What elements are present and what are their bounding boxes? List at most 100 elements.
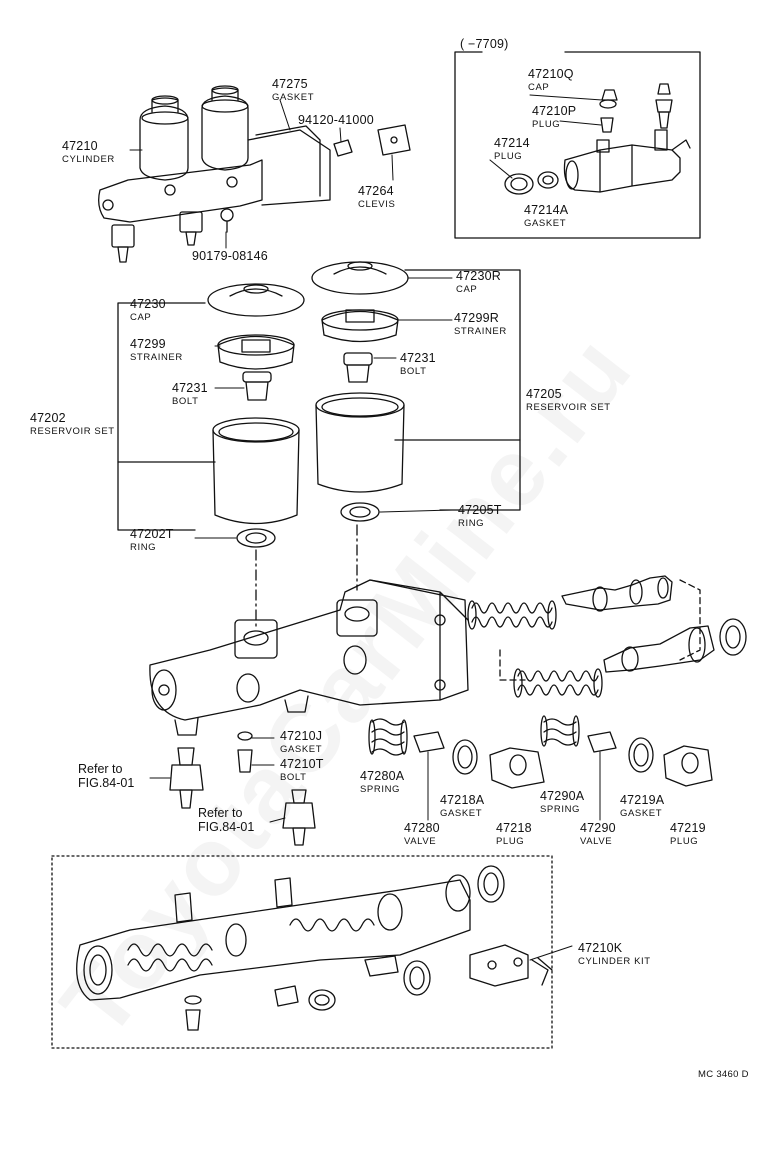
label-47290: 47290 VALVE [580, 820, 616, 847]
part-number: 47205 [526, 387, 562, 401]
part-name: GASKET [440, 808, 483, 819]
part-name: CAP [130, 312, 152, 323]
part-number: 47210J [280, 729, 323, 743]
refer-to-fig-84-01-center: Refer to FIG.84-01 [198, 806, 255, 835]
part-name: VALVE [404, 836, 437, 847]
part-number: 47231 [172, 381, 208, 395]
part-name: GASKET [620, 808, 663, 819]
part-number: 47214 [494, 136, 530, 150]
label-90179-08146: 90179-08146 [192, 249, 268, 263]
label-47210p: 47210P PLUG [532, 103, 576, 130]
label-47264: 47264 CLEVIS [358, 183, 395, 210]
label-47218: 47218 PLUG [496, 820, 532, 847]
valve-parts-row [169, 715, 713, 846]
label-47210k: 47210K CYLINDER KIT [578, 940, 651, 967]
part-number: 47280 [404, 821, 440, 835]
cylinder-kit-drawing [76, 865, 553, 1031]
label-47202t: 47202T RING [130, 526, 174, 553]
part-number: 47218A [440, 793, 485, 807]
part-number: 47231 [400, 351, 436, 365]
leader-lines [129, 94, 603, 961]
label-47280a: 47280A SPRING [360, 768, 404, 795]
part-name: PLUG [496, 836, 525, 847]
label-47210: 47210 CYLINDER [62, 138, 115, 165]
part-name: BOLT [172, 396, 199, 407]
label-47230: 47230 CAP [130, 296, 166, 323]
upper-piston-assembly [467, 575, 673, 630]
part-name: STRAINER [454, 326, 507, 337]
refer-to-fig-84-01-left: Refer to FIG.84-01 [78, 762, 135, 791]
part-name: RING [130, 542, 157, 553]
part-number: 47202T [130, 527, 174, 541]
right-reservoir-stack [311, 261, 409, 522]
label-47219a: 47219A GASKET [620, 792, 664, 819]
part-number: 47299R [454, 311, 499, 325]
part-name: SPRING [360, 784, 401, 795]
part-name: PLUG [670, 836, 699, 847]
part-number: 47210Q [528, 67, 574, 81]
part-number: 47210T [280, 757, 324, 771]
alignment-lines [255, 524, 358, 631]
diagram-code: MC 3460 D [698, 1069, 749, 1080]
label-47231-left: 47231 BOLT [172, 380, 208, 407]
part-number: 47290A [540, 789, 585, 803]
label-47205: 47205 RESERVOIR SET [526, 386, 611, 413]
label-47205t: 47205T RING [458, 502, 502, 529]
part-name: RESERVOIR SET [30, 426, 115, 437]
part-number: 47205T [458, 503, 502, 517]
part-name: RESERVOIR SET [526, 402, 611, 413]
label-47299: 47299 STRAINER [130, 336, 183, 363]
part-name: SPRING [540, 804, 581, 815]
part-name: CAP [456, 284, 478, 295]
part-name: CLEVIS [358, 199, 396, 210]
part-number: 47210P [532, 104, 577, 118]
part-name: CYLINDER KIT [578, 956, 651, 967]
lower-piston-assembly [499, 579, 747, 698]
part-number: 47290 [580, 821, 616, 835]
part-name: CAP [528, 82, 550, 93]
label-47210j: 47210J GASKET [280, 728, 322, 755]
label-47219: 47219 PLUG [670, 820, 706, 847]
part-name: RING [458, 518, 485, 529]
reservoir-brackets [117, 269, 521, 531]
assembled-master-cylinder [98, 85, 411, 263]
part-name: PLUG [494, 151, 523, 162]
part-number: 47218 [496, 821, 532, 835]
label-47275: 47275 GASKET [272, 76, 314, 103]
part-number: 47264 [358, 184, 394, 198]
label-47290a: 47290A SPRING [540, 788, 584, 815]
label-47210q: 47210Q CAP [528, 66, 574, 93]
inset-range-label: ( −7709) [460, 37, 509, 51]
part-number: 47275 [272, 77, 308, 91]
inset-frame [454, 51, 701, 239]
part-name: GASKET [272, 92, 315, 103]
cylinder-kit-frame [51, 855, 553, 1049]
label-94120-41000: 94120-41000 [298, 113, 374, 127]
label-47280: 47280 VALVE [404, 820, 440, 847]
part-name: CYLINDER [62, 154, 115, 165]
label-47214a: 47214A GASKET [524, 202, 568, 229]
part-name: GASKET [280, 744, 323, 755]
part-name: PLUG [532, 119, 561, 130]
part-number: 47210 [62, 139, 98, 153]
part-name: BOLT [400, 366, 427, 377]
part-number: 47280A [360, 769, 405, 783]
part-number: 47219A [620, 793, 665, 807]
part-number: 47299 [130, 337, 166, 351]
part-name: GASKET [524, 218, 567, 229]
inset-master-cylinder [504, 83, 691, 195]
part-number: 47230 [130, 297, 166, 311]
label-47299r: 47299R STRAINER [454, 310, 507, 337]
label-47210t: 47210T BOLT [280, 756, 324, 783]
main-cylinder-body [149, 579, 469, 736]
part-name: BOLT [280, 772, 307, 783]
part-name: VALVE [580, 836, 613, 847]
part-number: 47202 [30, 411, 66, 425]
label-47214: 47214 PLUG [494, 135, 530, 162]
part-number: 47210K [578, 941, 623, 955]
part-name: STRAINER [130, 352, 183, 363]
label-47218a: 47218A GASKET [440, 792, 484, 819]
label-47230r: 47230R CAP [456, 268, 501, 295]
